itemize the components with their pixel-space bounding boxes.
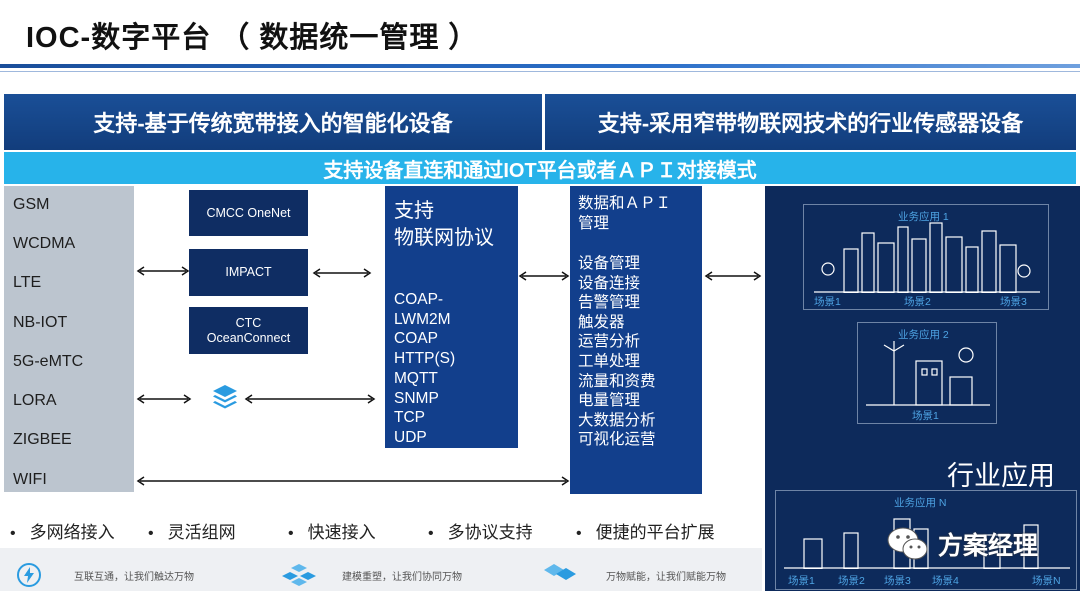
page-title: IOC-数字平台 （ 数据统一管理 ） <box>26 22 479 54</box>
protocol-title-line1: 支持 <box>394 200 434 222</box>
network-item-wifi: WIFI <box>13 471 47 488</box>
layers-icon <box>212 384 238 412</box>
bullet-item-text: 多网络接入 <box>29 523 115 542</box>
management-item: 运营分析 <box>578 333 641 351</box>
management-item: 电量管理 <box>578 392 641 410</box>
banner-broadband-devices: 支持-基于传统宽带接入的智能化设备 <box>4 94 542 150</box>
city-skyline-icon <box>814 222 1040 293</box>
business-app-2-scene: 场景1 <box>912 410 939 422</box>
protocol-item: MQTT <box>394 369 438 387</box>
bullet-item-text: 便捷的平台扩展 <box>595 523 715 542</box>
management-item: 触发器 <box>578 313 625 331</box>
arrow-management-to-industry <box>704 271 762 281</box>
network-item-5g-emtc: 5G-eMTC <box>13 353 84 370</box>
protocol-item: COAP- <box>394 291 444 308</box>
business-app-1-frame: 业务应用 1 场景1 场景2 场景3 <box>803 204 1049 310</box>
protocol-panel: 支持 物联网协议 COAP- LWM2M COAP HTTP(S) MQTT S… <box>385 186 518 448</box>
arrow-wifi-to-management <box>136 476 570 486</box>
network-item-gsm: GSM <box>13 196 50 213</box>
business-app-n-title: 业务应用 N <box>894 497 947 509</box>
platform-impact: IMPACT <box>189 249 308 296</box>
business-app-2-title: 业务应用 2 <box>898 329 949 341</box>
business-app-n-scene: 场景4 <box>932 575 959 587</box>
lightning-circle-icon <box>17 563 41 587</box>
stacked-plates-icon <box>544 564 576 580</box>
bullet-item-text: 快速接入 <box>307 523 376 542</box>
bullet-item: •多网络接入 <box>10 523 115 542</box>
watermark-text: 方案经理 <box>938 532 1039 560</box>
business-app-n-scene: 场景3 <box>884 575 911 587</box>
bullet-item-text: 灵活组网 <box>167 523 236 542</box>
network-item-zigbee: ZIGBEE <box>13 431 72 448</box>
bullet-item: •多协议支持 <box>428 523 533 542</box>
watermark: 方案经理 <box>886 525 1038 563</box>
business-app-n-scene: 场景2 <box>838 575 865 587</box>
title-underline <box>0 64 1080 68</box>
platform-impact-label: IMPACT <box>225 265 272 279</box>
industry-panel: 业务应用 1 场景1 场景2 场景3 业务应用 2 <box>765 186 1080 591</box>
management-item: 可视化运营 <box>578 431 656 449</box>
network-item-wcdma: WCDMA <box>13 235 76 252</box>
network-list-panel: GSM WCDMA LTE NB-IOT 5G-eMTC LORA ZIGBEE… <box>4 186 134 492</box>
platform-ctc-label-line2: OceanConnect <box>206 330 291 345</box>
business-app-n-frame: 业务应用 N 场景1 场景2 场景3 场景4 场景N <box>775 490 1077 590</box>
management-item: 大数据分析 <box>578 411 656 429</box>
bullet-item: •灵活组网 <box>148 523 236 542</box>
wechat-icon <box>887 527 928 560</box>
business-app-1-scene: 场景1 <box>814 296 841 308</box>
cubes-icon <box>282 564 316 586</box>
footer-text-empower: 万物赋能，让我们赋能万物 <box>606 572 726 583</box>
business-app-n-scene: 场景1 <box>788 575 815 587</box>
protocol-item: HTTP(S) <box>394 350 456 368</box>
banner-nb-iot-sensors: 支持-采用窄带物联网技术的行业传感器设备 <box>545 94 1076 150</box>
business-app-1-scene: 场景2 <box>904 296 931 308</box>
platform-ctc-label-line1: CTC <box>235 315 262 330</box>
industry-application-label: 行业应用 <box>947 461 1055 491</box>
title-underline-thin <box>0 71 1080 72</box>
bullet-item-text: 多协议支持 <box>447 523 533 542</box>
platform-ctc-oceanconnect: CTC OceanConnect <box>189 307 308 354</box>
footer-text-modeling: 建模重塑，让我们协同万物 <box>342 572 462 583</box>
business-app-1-scene: 场景3 <box>1000 296 1027 308</box>
network-item-lora: LORA <box>13 392 57 409</box>
platform-cmcc-onenet-label: CMCC OneNet <box>206 205 291 220</box>
business-app-1-title: 业务应用 1 <box>898 211 949 223</box>
protocol-item: UDP <box>394 428 427 446</box>
footer-strip: 互联互通，让我们触达万物 建模重塑，让我们协同万物 万物赋能，让我们赋能万物 <box>0 548 762 591</box>
banner-access-modes: 支持设备直连和通过IOT平台或者ＡＰＩ对接模式 <box>4 152 1076 184</box>
management-item: 流量和资费 <box>578 372 656 390</box>
protocol-item: LWM2M <box>394 310 451 328</box>
arrow-layers-to-protocol <box>244 394 376 404</box>
protocol-item: COAP <box>394 330 438 348</box>
arrow-protocol-to-management <box>518 271 570 281</box>
bullet-item: •快速接入 <box>288 523 376 542</box>
protocol-title-line2: 物联网协议 <box>394 227 494 249</box>
arrow-network-to-layers <box>136 394 192 404</box>
platform-cmcc-onenet: CMCC OneNet <box>189 190 308 236</box>
arrow-platform-to-protocol <box>312 268 372 278</box>
management-item: 告警管理 <box>578 294 641 312</box>
business-app-n-scene: 场景N <box>1032 575 1061 587</box>
protocol-item: SNMP <box>394 389 439 407</box>
network-item-lte: LTE <box>13 274 42 291</box>
management-title-line2: 管理 <box>578 215 610 232</box>
management-item: 工单处理 <box>578 352 641 370</box>
bullet-item: •便捷的平台扩展 <box>576 523 715 542</box>
management-item: 设备连接 <box>578 274 641 292</box>
protocol-item: TCP <box>394 409 425 427</box>
network-item-nb-iot: NB-IOT <box>13 314 68 331</box>
management-item: 设备管理 <box>578 255 641 272</box>
management-title-line1: 数据和ＡＰＩ <box>578 195 672 212</box>
footer-text-interconnect: 互联互通，让我们触达万物 <box>74 572 194 583</box>
industry-facility-icon <box>866 341 990 406</box>
business-app-2-frame: 业务应用 2 场景1 <box>857 322 997 424</box>
arrow-network-to-platform <box>136 266 190 276</box>
management-panel: 数据和ＡＰＩ 管理 设备管理 设备连接 告警管理 触发器 运营分析 工单处理 流… <box>570 186 702 494</box>
